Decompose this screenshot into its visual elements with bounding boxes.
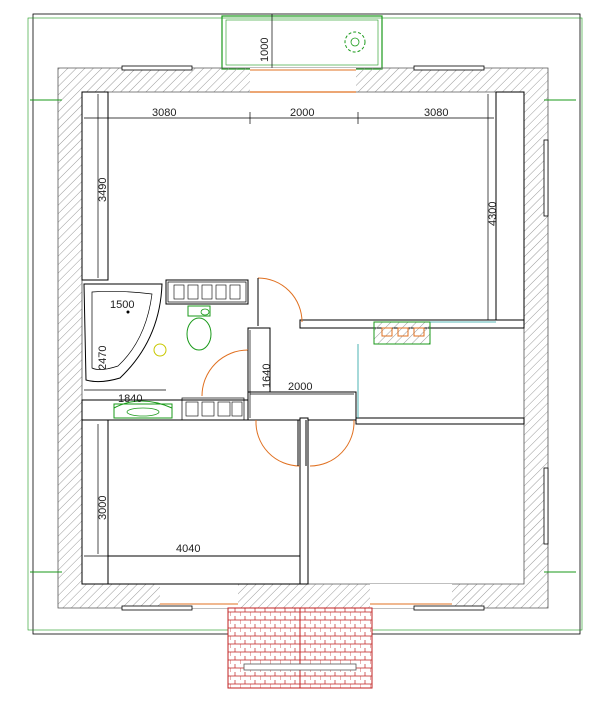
drain-icon <box>153 343 167 357</box>
dim-bottom-room-width: 4040 <box>176 543 200 555</box>
dimension-lines <box>84 94 494 557</box>
bottom-windows <box>121 584 485 611</box>
dim-top-center: 2000 <box>290 107 314 119</box>
dim-hall-depth: 1640 <box>261 364 273 388</box>
entry-stairs <box>227 607 373 689</box>
dim-hall-width: 2000 <box>288 381 312 393</box>
dim-top-right: 3080 <box>424 107 448 119</box>
bathroom <box>83 281 247 421</box>
toilet-icon <box>186 305 212 351</box>
dim-right-room-depth: 4300 <box>487 202 499 226</box>
dim-bath-lower: 1840 <box>118 393 142 405</box>
dim-bath-depth: 2470 <box>97 346 109 370</box>
dim-left-room-depth: 3490 <box>97 178 109 202</box>
dim-top-left: 3080 <box>152 107 176 119</box>
dim-bottom-room-depth: 3000 <box>97 496 109 520</box>
top-windows <box>121 65 485 93</box>
dim-balcony-depth: 1000 <box>259 38 271 62</box>
side-windows <box>30 99 576 573</box>
kitchen-stove <box>357 321 496 418</box>
sink-icon <box>113 400 173 419</box>
interior-walls <box>81 91 525 585</box>
corner-bathtub-icon <box>83 283 163 383</box>
balcony <box>221 14 383 75</box>
door-swings <box>201 277 355 467</box>
dim-bath-width: 1500 <box>110 299 134 311</box>
plant-icon <box>344 31 366 53</box>
